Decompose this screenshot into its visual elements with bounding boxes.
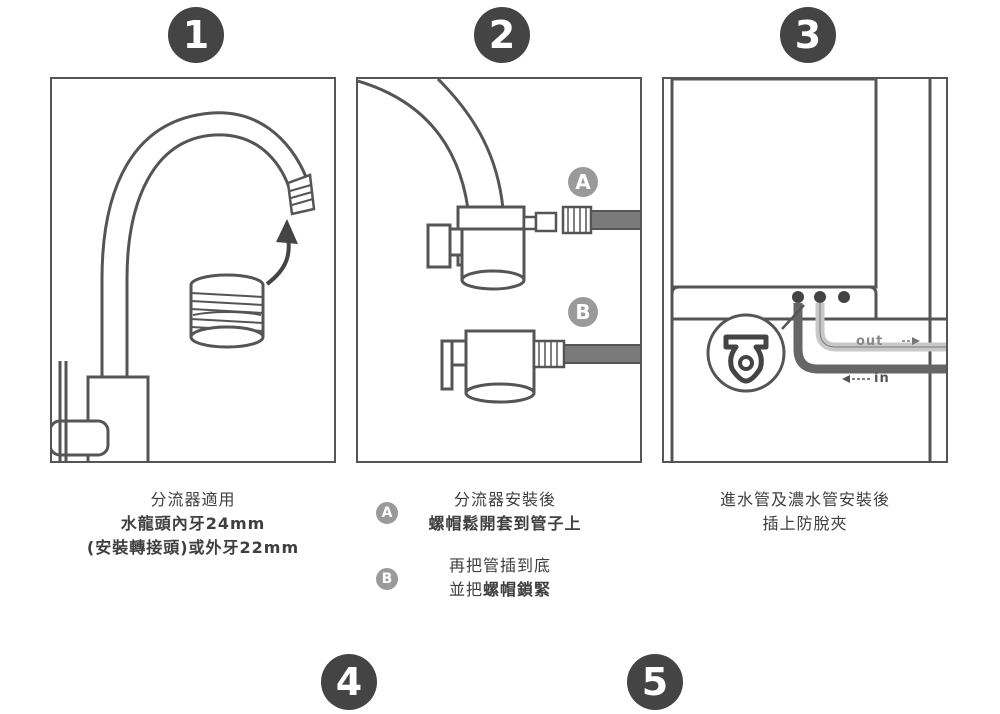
diverter-b-icon — [440, 329, 640, 404]
adapter-icon — [189, 273, 265, 349]
step-2-caption-b: 再把管插到底 並把螺帽鎖緊 — [400, 554, 600, 602]
step-1-caption-line-2: 水龍頭內牙24mm — [120, 514, 266, 533]
faucet-illustration — [52, 111, 316, 461]
purifier-illustration — [670, 79, 946, 461]
step-2-caption-a: 分流器安裝後 螺帽鬆開套到管子上 — [400, 488, 610, 536]
diverter-a-icon — [426, 205, 640, 291]
step-3-panel: out in — [662, 77, 948, 463]
step-2-caption-b-line-1: 再把管插到底 — [448, 556, 551, 575]
step-2-caption-b-bold: 螺帽鎖緊 — [483, 580, 552, 599]
step-1-caption-line-1: 分流器適用 — [150, 490, 236, 509]
step-3-caption-line-2: 插上防脫夾 — [762, 514, 848, 533]
label-in: in — [874, 371, 890, 386]
step-3-caption: 進水管及濃水管安裝後 插上防脫夾 — [662, 488, 948, 536]
diverter-illustration — [358, 79, 640, 404]
step-2-number: 2 — [474, 7, 530, 63]
step-2-panel: A B — [356, 77, 642, 463]
caption-marker-a: A — [376, 502, 398, 524]
step-1-panel — [50, 77, 336, 463]
step-4-number: 4 — [321, 654, 377, 710]
step-3-number: 3 — [780, 7, 836, 63]
marker-a-badge: A — [568, 167, 598, 197]
step-2-caption-b-prefix: 並把 — [448, 580, 483, 599]
anti-detach-clip-icon — [723, 334, 769, 384]
step-5-number: 5 — [627, 654, 683, 710]
marker-b-badge: B — [568, 297, 598, 327]
step-3-caption-line-1: 進水管及濃水管安裝後 — [719, 490, 890, 509]
step-1-caption: 分流器適用 水龍頭內牙24mm (安裝轉接頭)或外牙22mm — [50, 488, 336, 560]
label-out: out — [856, 334, 884, 349]
step-1-caption-line-3: (安裝轉接頭)或外牙22mm — [86, 538, 300, 557]
step-1-number: 1 — [168, 7, 224, 63]
step-2-caption-a-line-1: 分流器安裝後 — [453, 490, 556, 509]
spout-thread-icon — [286, 173, 316, 216]
caption-marker-b: B — [376, 568, 398, 590]
step-2-caption-a-line-2: 螺帽鬆開套到管子上 — [428, 514, 582, 533]
